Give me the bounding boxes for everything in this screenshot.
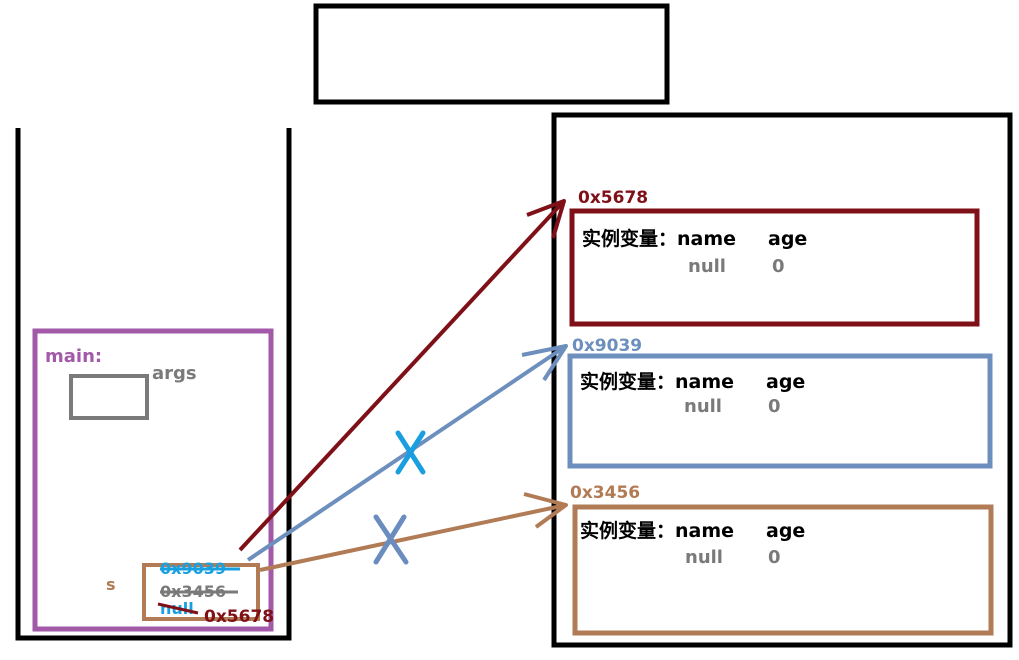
obj-3456-fields-title: 实例变量：name — [580, 519, 734, 542]
cross-mark-3456 — [373, 514, 409, 565]
obj-5678-age-value: 0 — [772, 256, 785, 277]
arrow-to-5678 — [238, 199, 566, 552]
arrow-to-3456 — [259, 503, 567, 572]
arrowhead-9039 — [521, 344, 568, 382]
arrowhead-3456 — [523, 492, 568, 529]
method-area-box — [313, 3, 670, 105]
obj-9039-age-value: 0 — [768, 396, 781, 417]
obj-3456-name-value: null — [685, 547, 723, 568]
obj-5678-fields-title: 实例变量：name — [582, 227, 736, 250]
stack-outline — [15, 128, 292, 641]
arrowhead-5678 — [526, 199, 566, 239]
s-label: s — [106, 575, 116, 594]
obj-5678-name-value: null — [688, 256, 726, 277]
obj-3456-age-value: 0 — [768, 547, 781, 568]
obj-5678-box — [569, 208, 980, 327]
obj-3456-age-label: age — [766, 520, 805, 542]
obj-9039-address: 0x9039 — [572, 336, 642, 356]
main-frame-box — [32, 328, 274, 632]
obj-5678-address: 0x5678 — [578, 188, 648, 208]
obj-9039-fields-title: 实例变量：name — [580, 370, 734, 393]
obj-9039-age-label: age — [766, 371, 805, 393]
s-value-current: 0x5678 — [204, 607, 274, 627]
s-variable-box — [142, 563, 260, 621]
cross-mark-9039 — [395, 430, 426, 475]
obj-5678-age-label: age — [768, 228, 807, 250]
obj-3456-address: 0x3456 — [570, 483, 640, 503]
args-box — [69, 374, 149, 420]
strike-line-null — [157, 602, 199, 615]
obj-3456-box — [572, 504, 994, 636]
arrow-to-9039 — [246, 344, 568, 562]
heap-outline — [551, 112, 1013, 648]
args-label: args — [152, 363, 197, 384]
obj-9039-name-value: null — [684, 396, 722, 417]
main-frame-label: main: — [45, 346, 102, 367]
obj-9039-box — [567, 353, 993, 469]
